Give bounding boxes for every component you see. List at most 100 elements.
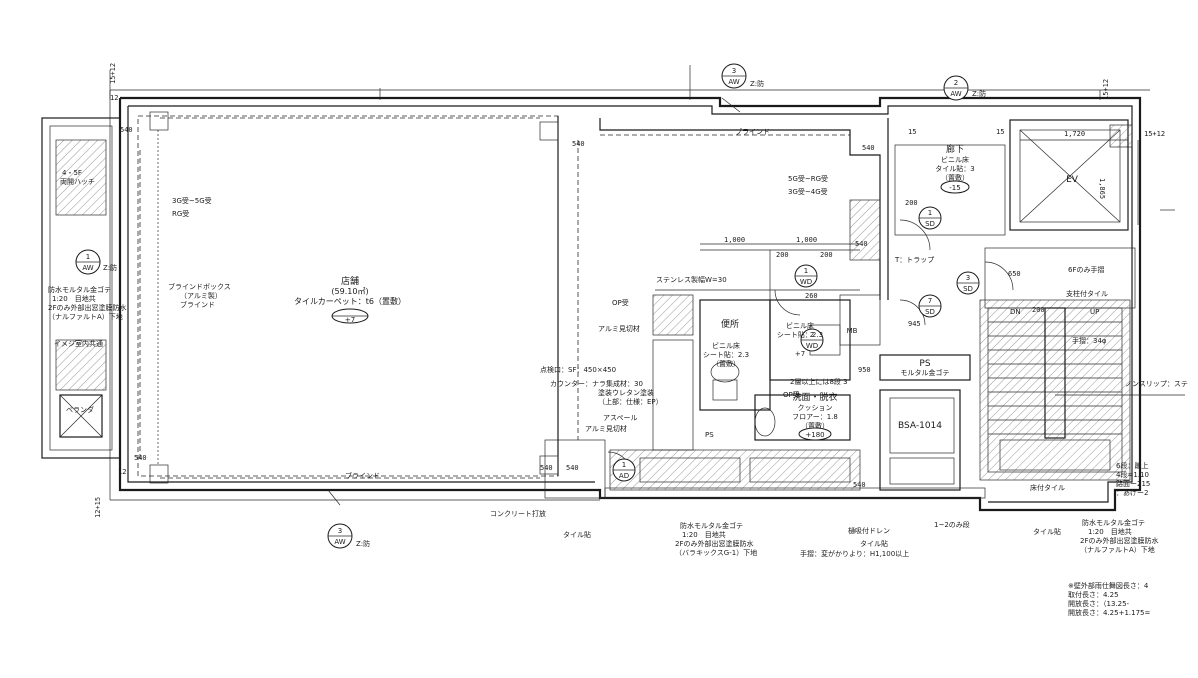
svg-text:防水モルタル金ゴテ: 防水モルタル金ゴテ — [680, 521, 743, 530]
svg-text:ブラインド: ブラインド — [735, 127, 770, 136]
svg-text:2Fのみ外部出窓塗膜防水: 2Fのみ外部出窓塗膜防水 — [1080, 536, 1158, 545]
svg-text:カウンター：ナラ集成材：30: カウンター：ナラ集成材：30 — [550, 379, 643, 388]
svg-text:2Fのみ外部出窓塗膜防水: 2Fのみ外部出窓塗膜防水 — [48, 303, 126, 312]
svg-text:200: 200 — [776, 251, 789, 259]
svg-text:WD: WD — [800, 278, 812, 286]
svg-text:クッション: クッション — [798, 404, 833, 412]
svg-text:UP: UP — [1090, 308, 1099, 316]
svg-text:AW: AW — [82, 264, 93, 272]
core-walls — [599, 118, 1136, 491]
svg-text:AW: AW — [950, 90, 961, 98]
svg-text:2Fのみ外部出窓塗膜防水: 2Fのみ外部出窓塗膜防水 — [675, 539, 753, 548]
svg-text:便所: 便所 — [721, 318, 739, 330]
svg-text:防水モルタル金ゴテ: 防水モルタル金ゴテ — [48, 285, 111, 294]
svg-text:3: 3 — [338, 527, 342, 535]
svg-text:1:20 目地共: 1:20 目地共 — [52, 294, 96, 303]
toilet-label: 便所 ビニル床 シート貼：2.3 （置敷） — [703, 318, 749, 368]
svg-text:+7: +7 — [345, 316, 355, 324]
svg-text:シート貼：2.3: シート貼：2.3 — [703, 350, 749, 359]
svg-text:540: 540 — [540, 464, 553, 472]
svg-text:DN: DN — [1010, 308, 1021, 316]
svg-text:SD: SD — [925, 308, 935, 316]
svg-text:945: 945 — [908, 320, 921, 328]
svg-text:SD: SD — [925, 220, 935, 228]
left-balcony — [41, 117, 121, 459]
svg-text:取付長さ：4.25: 取付長さ：4.25 — [1068, 590, 1119, 599]
svg-text:-15: -15 — [949, 184, 960, 192]
svg-text:BSA-1014: BSA-1014 — [898, 421, 942, 431]
svg-text:開放長さ：（13.25-: 開放長さ：（13.25- — [1068, 599, 1130, 608]
marker-sd3: 3 SD — [956, 271, 980, 295]
svg-text:ビニル床: ビニル床 — [712, 341, 740, 350]
svg-text:EV: EV — [1066, 175, 1079, 185]
svg-text:1,000: 1,000 — [796, 236, 817, 244]
svg-text:（置敷）: （置敷） — [941, 173, 969, 182]
marker-sd7: 7 SD — [918, 294, 942, 318]
svg-text:（ナルファルトA）下地: （ナルファルトA）下地 — [1080, 545, 1155, 554]
svg-text:AW: AW — [728, 78, 739, 86]
elevator — [1009, 119, 1133, 231]
svg-text:2: 2 — [810, 331, 814, 339]
marker-aw3-top: 3 AW Z:防 — [721, 63, 764, 89]
svg-text:開放長さ：4.25+1.175=: 開放長さ：4.25+1.175= — [1068, 608, 1150, 617]
svg-text:WD: WD — [806, 342, 818, 350]
hall-label: 廊下 ビニル床 タイル貼：3 （置敷） -15 — [935, 143, 975, 194]
svg-text:RG受: RG受 — [172, 209, 189, 218]
marker-aw2-top: 2 AW Z:防 — [943, 75, 986, 101]
svg-text:ブラインドボックス: ブラインドボックス — [168, 282, 231, 291]
dimensions: 540 540 540 540 540 540 540 540 1,000 1,… — [94, 63, 1165, 518]
svg-text:路面ー215: 路面ー215 — [1116, 479, 1150, 488]
svg-text:防水モルタル金ゴテ: 防水モルタル金ゴテ — [1082, 518, 1145, 527]
svg-text:540: 540 — [853, 481, 866, 489]
svg-text:ノンスリップ：ステ: ノンスリップ：ステ — [1125, 380, 1188, 388]
svg-text:4・5F: 4・5F — [62, 169, 82, 177]
svg-text:1: 1 — [86, 253, 90, 261]
svg-text:（置敷）: （置敷） — [801, 421, 829, 430]
svg-text:540: 540 — [566, 464, 579, 472]
stair — [979, 299, 1185, 481]
svg-text:ビニル床: ビニル床 — [786, 321, 814, 330]
svg-text:アスペール: アスペール — [603, 414, 638, 422]
wash-label: 洗面・脱衣 クッション フロアー：1.8 （置敷） +180 — [792, 391, 838, 441]
svg-text:モルタル金ゴテ: モルタル金ゴテ — [901, 368, 950, 377]
ev-label: EV — [1066, 175, 1079, 185]
svg-text:OP受: OP受 — [612, 298, 629, 307]
svg-text:15: 15 — [996, 128, 1004, 136]
svg-text:950: 950 — [858, 366, 871, 374]
ps-label: PS モルタル金ゴテ — [901, 359, 950, 377]
svg-text:15+12: 15+12 — [109, 63, 117, 84]
svg-text:T：トラップ: T：トラップ — [894, 256, 934, 264]
marker-wd1: 1 WD — [794, 264, 818, 288]
marker-ad1: 1 AD — [612, 458, 636, 482]
svg-text:540: 540 — [572, 140, 585, 148]
svg-text:AW: AW — [334, 538, 345, 546]
svg-text:シート貼：2.3: シート貼：2.3 — [777, 330, 823, 339]
svg-text:（置敷）: （置敷） — [712, 359, 740, 368]
svg-text:Z:防: Z:防 — [356, 539, 370, 548]
svg-text:5G受~RG受: 5G受~RG受 — [788, 174, 828, 183]
svg-text:1,720: 1,720 — [1064, 130, 1085, 138]
bath-label: BSA-1014 — [898, 421, 942, 431]
svg-text:1: 1 — [804, 267, 808, 275]
svg-text:15+12: 15+12 — [1102, 79, 1110, 100]
svg-text:650: 650 — [1008, 270, 1021, 278]
dimension-lines — [109, 65, 1175, 245]
svg-text:SD: SD — [963, 285, 973, 293]
svg-text:アルミ見切材: アルミ見切材 — [585, 424, 627, 433]
svg-text:12+15: 12+15 — [94, 497, 102, 518]
svg-text:手摺：34φ: 手摺：34φ — [1072, 336, 1107, 345]
marker-aw1-left: 1 AW Z:防 — [75, 249, 117, 275]
svg-text:（アルミ製）: （アルミ製） — [180, 291, 222, 300]
svg-text:3: 3 — [732, 67, 736, 75]
svg-text:3G受~4G受: 3G受~4G受 — [788, 187, 828, 196]
svg-text:PS: PS — [919, 359, 930, 369]
svg-text:床付タイル: 床付タイル — [1030, 483, 1065, 492]
svg-text:260: 260 — [805, 292, 818, 300]
svg-text:店舗: 店舗 — [341, 275, 359, 287]
svg-text:15+12: 15+12 — [1144, 130, 1165, 138]
svg-text:540: 540 — [134, 454, 147, 462]
svg-text:ブラインド: ブラインド — [180, 300, 215, 309]
svg-text:ビニル床: ビニル床 — [941, 155, 969, 164]
svg-text:Z:防: Z:防 — [972, 89, 986, 98]
svg-text:アルミ見切材: アルミ見切材 — [598, 324, 640, 333]
